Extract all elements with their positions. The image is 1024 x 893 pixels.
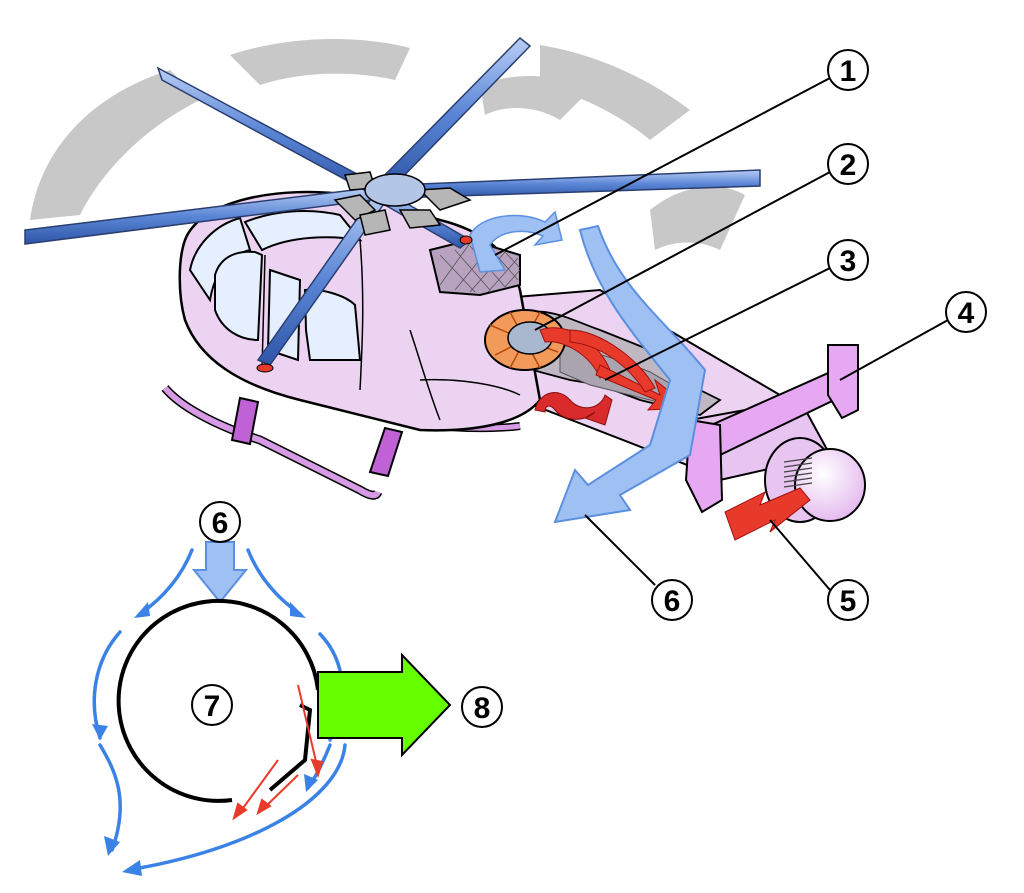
jet-arrows xyxy=(232,684,324,821)
svg-text:6: 6 xyxy=(212,507,229,540)
red-curl-arrow xyxy=(534,392,613,426)
rotor-hub xyxy=(333,171,472,236)
callout-4: 4 xyxy=(945,291,987,333)
thrust-arrow xyxy=(317,652,452,758)
svg-text:6: 6 xyxy=(664,585,681,618)
callout-7: 7 xyxy=(191,684,233,726)
door-lines xyxy=(261,239,521,421)
callout-6-top: 6 xyxy=(199,501,241,543)
callout-5: 5 xyxy=(827,579,869,621)
downwash-arrow xyxy=(553,224,707,524)
rotor-blur xyxy=(30,38,745,250)
intake-curl-arrow xyxy=(469,210,563,273)
svg-text:3: 3 xyxy=(840,245,857,278)
tail-cross-section: 6 7 8 xyxy=(92,501,503,876)
svg-text:2: 2 xyxy=(840,149,857,182)
svg-text:8: 8 xyxy=(474,692,491,725)
boom-section-circle xyxy=(116,598,320,803)
slot-upper xyxy=(268,703,313,792)
downwash-down-arrow xyxy=(191,541,249,604)
svg-text:4: 4 xyxy=(958,297,975,330)
cockpit-windows xyxy=(188,209,363,362)
callout-6-tail: 6 xyxy=(651,579,693,621)
svg-text:5: 5 xyxy=(840,585,857,618)
svg-text:1: 1 xyxy=(840,55,857,88)
exhaust-arrow xyxy=(724,487,811,541)
callout-8: 8 xyxy=(461,686,503,728)
svg-text:7: 7 xyxy=(204,690,221,723)
callout-1: 1 xyxy=(827,49,869,91)
callout-2: 2 xyxy=(827,143,869,185)
leader-lines xyxy=(494,77,949,591)
callout-3: 3 xyxy=(827,239,869,281)
tail-stabilizer xyxy=(684,344,859,514)
flow-arrowheads xyxy=(92,602,318,876)
